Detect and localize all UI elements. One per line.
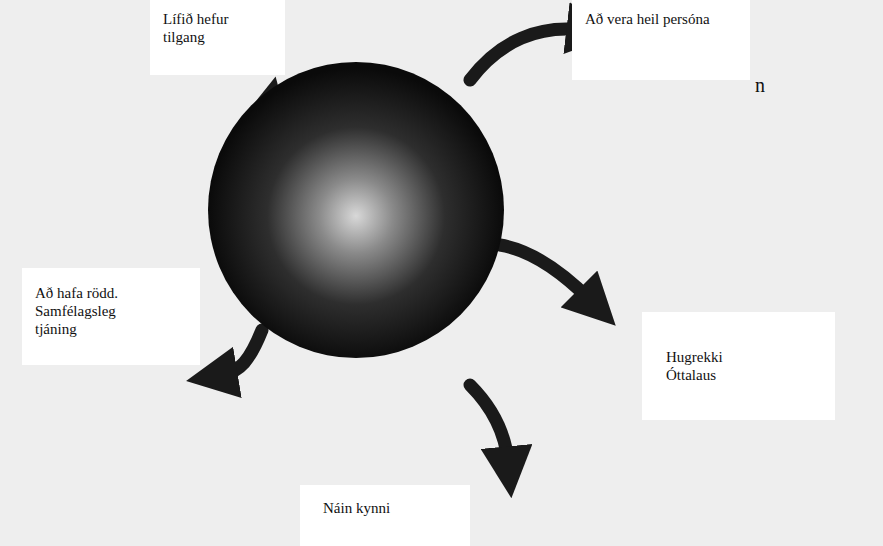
arrow — [500, 245, 590, 300]
arrow — [470, 29, 582, 80]
node-text: Lífið hefur tilgang — [163, 10, 272, 46]
stray-letter: n — [755, 74, 765, 97]
text-box: Að hafa rödd. Samfélagsleg tjáning — [22, 268, 200, 365]
arrow — [470, 385, 508, 462]
text-box: Lífið hefur tilgang — [150, 0, 285, 75]
text-box: Náin kynni — [300, 485, 470, 546]
node-text: Að hafa rödd. Samfélagsleg tjáning — [35, 284, 135, 338]
sphere — [208, 62, 504, 358]
node-text: Hugrekki Óttalaus — [666, 348, 746, 384]
arrow — [222, 330, 262, 375]
node-text: Að vera heil persóna — [585, 10, 715, 28]
text-box: Hugrekki Óttalaus — [642, 312, 835, 420]
text-box: Að vera heil persóna — [572, 0, 750, 80]
node-text: Náin kynni — [323, 499, 447, 517]
